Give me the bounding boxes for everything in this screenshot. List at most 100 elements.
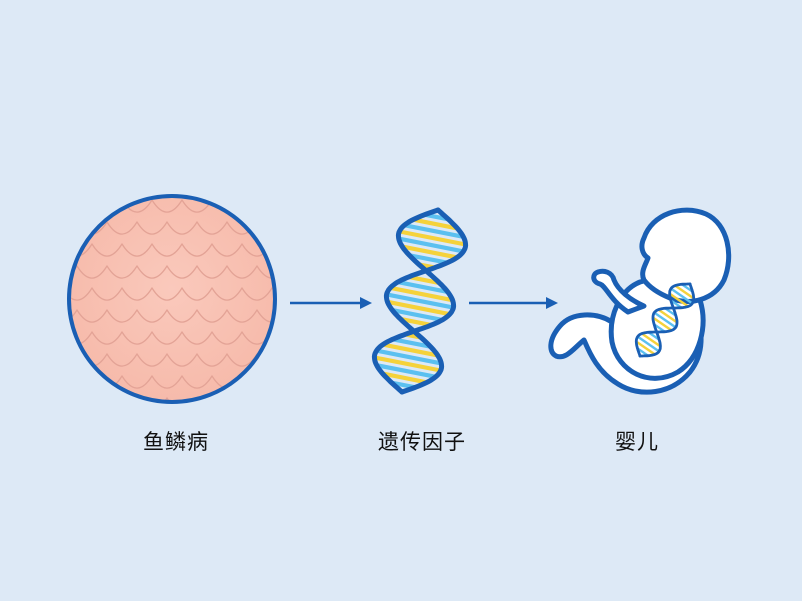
skin-scale [241, 199, 273, 213]
dna-base-pair [652, 316, 673, 332]
skin-scale [287, 442, 317, 454]
dna-base-pair [399, 316, 432, 328]
arrow-1-icon [290, 297, 372, 309]
dna-base-pair [398, 229, 467, 247]
skin-scale [302, 200, 332, 212]
dna-base-pair [668, 292, 689, 308]
skin-scale [196, 265, 228, 279]
skin-scale [121, 331, 153, 345]
skin-scale [241, 287, 273, 301]
skin-scale [69, 375, 93, 389]
skin-scale [151, 375, 183, 389]
dna-base-pair [408, 274, 441, 286]
fetus-icon [548, 207, 732, 395]
skin-scale [166, 221, 198, 235]
dna-base-pair [641, 332, 662, 348]
dna-base-pair [637, 335, 660, 353]
skin-scale [76, 309, 108, 323]
skin-scale [91, 287, 123, 301]
skin-scale [106, 221, 138, 235]
skin-scale [256, 397, 275, 402]
skin-scale [317, 222, 347, 234]
skin-scale [106, 265, 138, 279]
dna-base-pair [657, 308, 678, 324]
skin-scale [106, 397, 138, 402]
skin-scale [121, 243, 153, 257]
skin-scale [181, 375, 213, 389]
skin-scale [302, 244, 332, 256]
skin-scale [272, 420, 302, 432]
dna-helix-icon [371, 207, 469, 395]
skin-scale [211, 243, 243, 257]
skin-scale [226, 397, 258, 402]
fetus-dna-icon [634, 282, 696, 358]
dna-base-pair [382, 371, 428, 385]
dna-base-pair [674, 284, 695, 300]
skin-scale [136, 221, 168, 235]
dna-base-pair [392, 337, 432, 349]
skin-scale [121, 287, 153, 301]
skin-scale [271, 243, 275, 257]
skin-scale [211, 287, 243, 301]
skin-scale [62, 420, 92, 432]
skin-scale [32, 376, 62, 388]
skin-scale [181, 287, 213, 301]
skin-scale [166, 309, 198, 323]
dna-base-pair [373, 355, 442, 373]
skin-scale [211, 331, 243, 345]
skin-scale [69, 199, 93, 213]
dna-base-pair [386, 292, 454, 310]
skin-scale [256, 353, 275, 367]
skin-scale [76, 265, 108, 279]
skin-scale [226, 309, 258, 323]
skin-scale [317, 354, 347, 366]
skin-scale [271, 375, 275, 389]
dna-base-pair [398, 236, 464, 254]
skin-scale [106, 309, 138, 323]
skin-scale [257, 442, 287, 454]
skin-scale [241, 375, 273, 389]
skin-scale [121, 375, 153, 389]
skin-scale [69, 397, 78, 402]
dna-base-pair [670, 287, 693, 305]
skin-scale [196, 353, 228, 367]
skin-scale [302, 288, 332, 300]
skin-scale [287, 310, 317, 322]
skin-scale [69, 309, 78, 323]
dna-base-pair [386, 299, 451, 317]
skin-scale [136, 309, 168, 323]
skin-scale [166, 265, 198, 279]
skin-scale [317, 266, 347, 278]
dna-base-pair [653, 311, 677, 329]
skin-scale [69, 287, 93, 301]
skin-scale [76, 397, 108, 402]
skin-scale [317, 398, 347, 410]
dna-base-pair [376, 348, 442, 366]
skin-scale [151, 199, 183, 213]
dna-base-pair [635, 340, 656, 356]
skin-scale [151, 243, 183, 257]
skin-scale [91, 331, 123, 345]
label-baby: 婴儿 [615, 430, 659, 454]
arrow-2-icon [469, 297, 558, 309]
skin-scale [287, 354, 317, 366]
skin-scale [196, 221, 228, 235]
skin-scale [32, 200, 62, 212]
skin-scale [287, 266, 317, 278]
skin-scale [271, 331, 275, 345]
skin-scale [181, 243, 213, 257]
skin-scale [166, 353, 198, 367]
dna-base-pair [397, 280, 449, 294]
skin-scale [106, 353, 138, 367]
skin-scale [69, 221, 78, 235]
skin-scale [302, 332, 332, 344]
dna-base-pair [382, 342, 439, 358]
skin-scale [32, 420, 62, 432]
dna-base-pair [376, 363, 437, 379]
skin-scale [32, 332, 62, 344]
skin-scale [136, 353, 168, 367]
skin-scale [32, 244, 62, 256]
skin-scale [136, 265, 168, 279]
